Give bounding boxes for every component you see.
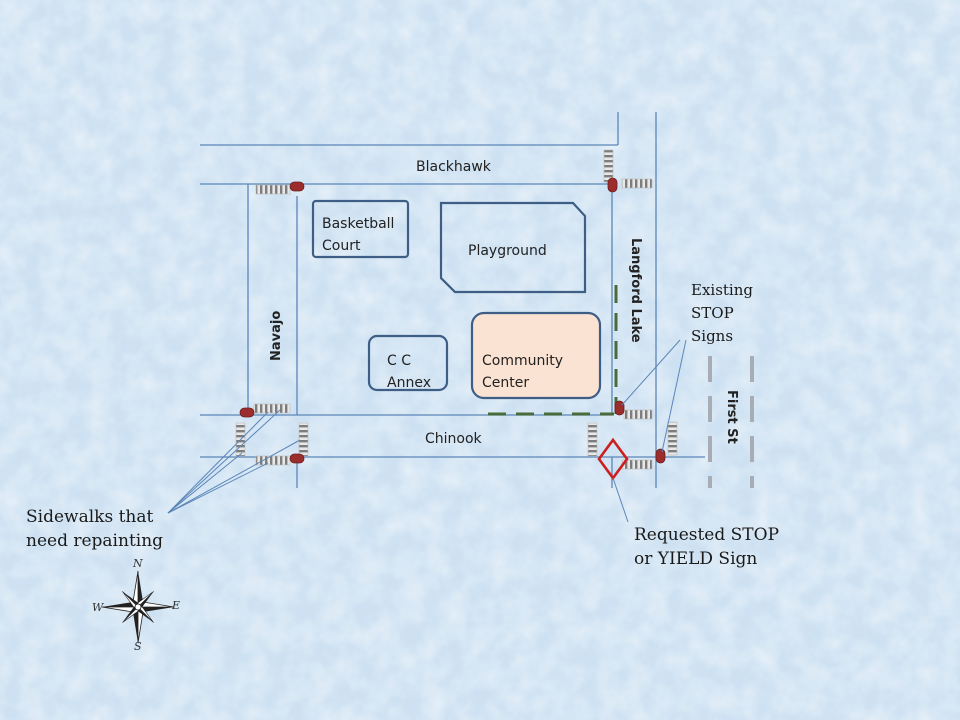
community-center [470, 311, 602, 400]
requested-sign-label-line1: Requested STOP [634, 525, 780, 545]
crosswalk-navajo-chinook-east [298, 422, 309, 457]
street-label-chinook: Chinook [425, 431, 482, 447]
basketball-court [311, 199, 410, 259]
existing-stop-signs-label: Existing STOP Signs [691, 279, 753, 348]
sidewalks-callout-line [167, 439, 301, 514]
compass-east-label: E [172, 599, 181, 612]
crosswalk-langford-chinook-north [623, 409, 653, 420]
playground-label: Playground [468, 243, 547, 259]
crosswalk-blackhawk-navajo [255, 184, 291, 195]
playground [439, 201, 587, 294]
basketball-court-label-line1: Basketball [322, 216, 395, 232]
basketball-court-label: Basketball Court [322, 213, 394, 257]
stop-sign-icon [289, 181, 305, 192]
crosswalk-blackhawk-langford-north [603, 149, 614, 183]
crosswalk-blackhawk-langford-east [621, 178, 653, 189]
requested-sign-callout-line [612, 477, 629, 523]
sidewalks-label-line1: Sidewalks that [26, 507, 154, 527]
sidewalks-callout-line [167, 409, 281, 514]
requested-sign-icon [597, 437, 629, 481]
compass-west-label: W [92, 601, 104, 614]
cc-annex-label-line2: Annex [387, 375, 431, 391]
street-label-langford-lake: Langford Lake [628, 238, 643, 343]
cc-annex [367, 334, 449, 392]
basketball-court-label-line2: Court [322, 238, 361, 254]
existing-stop-callout-line [661, 339, 687, 453]
stop-sign-icon [655, 448, 666, 464]
sidewalks-label-line2: need repainting [26, 531, 164, 551]
crosswalk-navajo-chinook-north [253, 403, 291, 414]
crosswalk-navajo-chinook-south [255, 455, 291, 466]
community-center-label: Community Center [482, 350, 563, 394]
stop-sign-icon [614, 400, 625, 416]
cc-annex-label-line1: C C [387, 353, 412, 369]
street-label-first-st: First St [724, 390, 739, 444]
existing-stop-signs-line1: Existing [691, 281, 753, 299]
sidewalks-callout-line [167, 462, 269, 514]
requested-sign-label: Requested STOP or YIELD Sign [634, 523, 779, 571]
community-center-label-line1: Community [482, 353, 564, 369]
street-label-blackhawk: Blackhawk [416, 159, 491, 175]
community-center-label-line2: Center [482, 375, 530, 391]
existing-stop-callout-line [621, 339, 681, 406]
requested-sign-label-line2: or YIELD Sign [634, 549, 758, 569]
compass-rose-icon [101, 570, 175, 644]
crosswalk-langford-chinook-east [667, 421, 678, 456]
stop-sign-icon [607, 177, 618, 193]
existing-stop-signs-line3: Signs [691, 327, 734, 345]
cc-annex-label: C C Annex [387, 350, 431, 394]
compass-north-label: N [133, 557, 143, 570]
street-label-navajo: Navajo [269, 310, 284, 361]
stop-sign-icon [239, 407, 255, 418]
stop-sign-icon [289, 453, 305, 464]
sidewalks-label: Sidewalks that need repainting [26, 505, 163, 553]
compass-south-label: S [134, 640, 142, 653]
existing-stop-signs-line2: STOP [691, 304, 734, 322]
sidewalks-callout-line [167, 452, 243, 514]
sidewalks-callout-line [167, 411, 269, 514]
crosswalk-langford-chinook-west [587, 422, 598, 457]
